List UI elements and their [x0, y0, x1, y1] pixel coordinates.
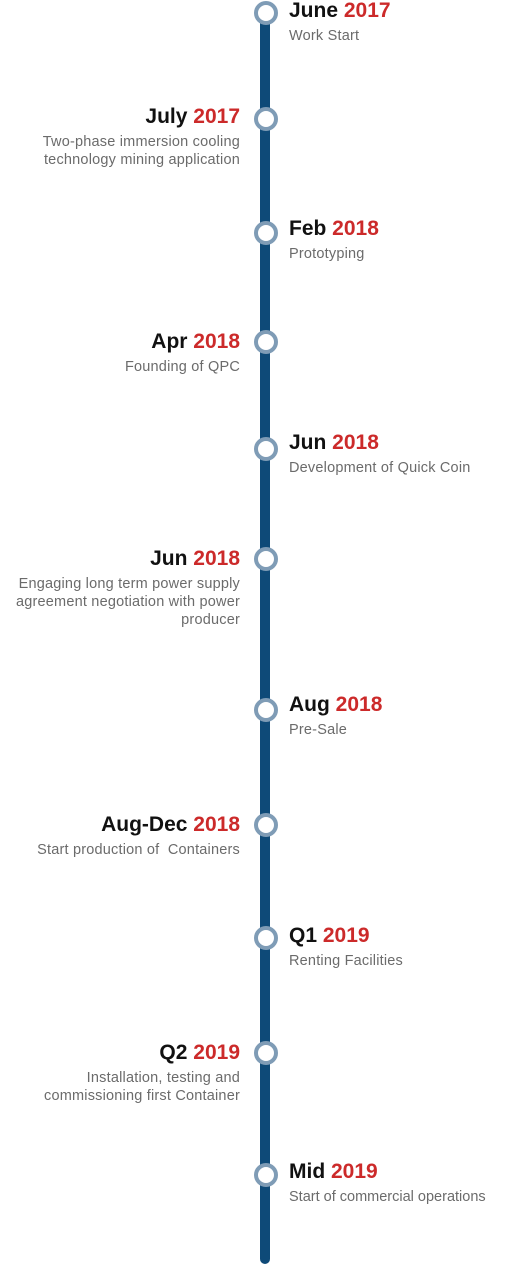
milestone-apr-2018: Apr 2018 Founding of QPC	[10, 331, 240, 376]
milestone-title: Aug 2018	[289, 694, 519, 716]
milestone-june-2017: June 2017 Work Start	[289, 0, 519, 45]
timeline-node	[254, 330, 278, 354]
milestone-description: Renting Facilities	[289, 953, 404, 969]
milestone-title: Mid 2019	[289, 1161, 530, 1183]
milestone-year: 2017	[193, 105, 240, 128]
milestone-year: 2018	[332, 431, 379, 454]
milestone-title: Apr 2018	[10, 331, 240, 353]
timeline-node	[254, 547, 278, 571]
milestone-title: Q1 2019	[289, 925, 519, 947]
milestone-year: 2017	[343, 0, 391, 22]
timeline-node	[254, 107, 278, 131]
timeline-node	[254, 813, 278, 837]
milestone-description: Two-phase immersion cooling technology m…	[42, 134, 240, 168]
timeline-line	[260, 10, 270, 1264]
milestone-description: Pre-Sale	[289, 722, 348, 738]
milestone-label: Q2	[159, 1041, 194, 1064]
milestone-year: 2018	[193, 813, 240, 836]
timeline-node	[254, 221, 278, 245]
milestone-title: Jun 2018	[0, 548, 240, 570]
timeline-node	[254, 1041, 278, 1065]
milestone-description: Start of commercial operations	[289, 1189, 486, 1205]
milestone-title: July 2017	[0, 106, 240, 128]
milestone-description: Start production of Containers	[37, 842, 240, 858]
milestone-description: Development of Quick Coin	[289, 460, 471, 476]
milestone-jun-2018-b: Jun 2018 Engaging long term power supply…	[0, 548, 240, 629]
milestone-description: Founding of QPC	[124, 359, 240, 375]
milestone-label: Jun	[150, 547, 194, 570]
timeline-node	[254, 1, 278, 25]
milestone-mid-2019: Mid 2019 Start of commercial operations	[289, 1161, 530, 1206]
milestone-label: July	[145, 105, 194, 128]
timeline-node	[254, 1163, 278, 1187]
timeline-node	[254, 698, 278, 722]
timeline-node	[254, 926, 278, 950]
milestone-jun-2018-a: Jun 2018 Development of Quick Coin	[289, 432, 524, 477]
milestone-label: Aug-Dec	[101, 813, 194, 836]
milestone-aug-dec-2018: Aug-Dec 2018 Start production of Contain…	[0, 814, 240, 859]
milestone-label: Aug	[289, 693, 336, 716]
milestone-label: Mid	[289, 1160, 331, 1183]
milestone-description: Installation, testing and commissioning …	[44, 1070, 240, 1104]
milestone-description: Engaging long term power supply agreemen…	[15, 576, 240, 628]
milestone-aug-2018: Aug 2018 Pre-Sale	[289, 694, 519, 739]
milestone-label: Jun	[289, 431, 333, 454]
milestone-year: 2019	[331, 1160, 378, 1183]
milestone-q1-2019: Q1 2019 Renting Facilities	[289, 925, 519, 970]
milestone-title: Feb 2018	[289, 218, 519, 240]
milestone-label: Q1	[289, 924, 323, 947]
milestone-label: Feb	[289, 217, 333, 240]
milestone-year: 2019	[193, 1041, 240, 1064]
milestone-year: 2018	[335, 693, 383, 716]
milestone-q2-2019: Q2 2019 Installation, testing and commis…	[0, 1042, 240, 1105]
milestone-label: June	[289, 0, 344, 22]
milestone-july-2017: July 2017 Two-phase immersion cooling te…	[0, 106, 240, 169]
milestone-year: 2018	[193, 547, 240, 570]
milestone-title: Aug-Dec 2018	[0, 814, 240, 836]
milestone-year: 2018	[193, 330, 240, 353]
milestone-title: Q2 2019	[0, 1042, 240, 1064]
milestone-title: Jun 2018	[289, 432, 524, 454]
milestone-feb-2018: Feb 2018 Prototyping	[289, 218, 519, 263]
milestone-description: Work Start	[289, 28, 360, 44]
milestone-year: 2019	[322, 924, 370, 947]
timeline-node	[254, 437, 278, 461]
milestone-description: Prototyping	[289, 246, 365, 262]
milestone-label: Apr	[151, 330, 194, 353]
milestone-year: 2018	[332, 217, 379, 240]
milestone-title: June 2017	[289, 0, 519, 22]
